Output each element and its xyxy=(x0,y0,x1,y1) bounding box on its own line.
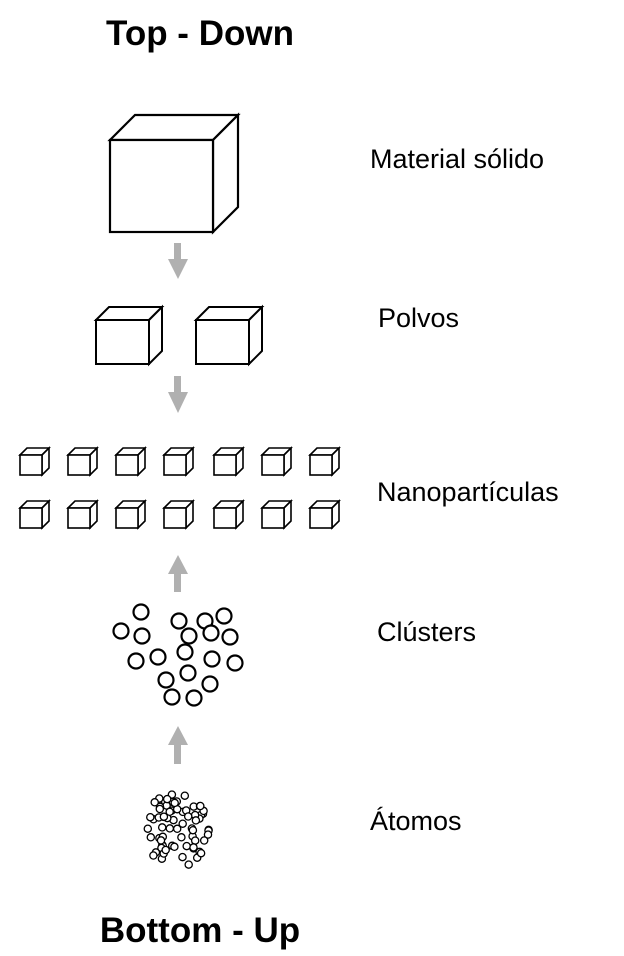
polvos-label: Polvos xyxy=(378,303,459,333)
cluster-circle xyxy=(157,671,175,689)
bottom-up-title: Bottom - Up xyxy=(100,911,300,950)
atom-circle xyxy=(159,812,169,821)
nanoparticle-cube xyxy=(212,499,245,530)
atom-circle xyxy=(196,848,206,858)
atom-circles-icon xyxy=(143,790,213,869)
cluster-circle xyxy=(133,627,151,645)
cluster-circle xyxy=(180,627,198,645)
atom-circle xyxy=(170,798,179,808)
powder-cubes-icon xyxy=(93,304,265,367)
cluster-circle xyxy=(221,628,239,646)
atomos-label: Átomos xyxy=(370,806,462,836)
atom-circle xyxy=(191,816,201,825)
atom-circle xyxy=(165,824,175,833)
arrow-down-2-icon xyxy=(168,376,188,413)
cluster-circle xyxy=(203,650,221,668)
atom-circle xyxy=(162,794,172,804)
cluster-circle xyxy=(176,643,194,661)
atom-circle xyxy=(196,801,205,811)
cluster-circle xyxy=(163,688,181,706)
atom-circle xyxy=(165,807,174,817)
atom-circle xyxy=(203,830,213,839)
cluster-circles-icon xyxy=(112,603,244,707)
clusters-label: Clústers xyxy=(377,617,476,647)
atom-circle xyxy=(189,843,198,852)
powder-cube xyxy=(193,304,265,367)
cluster-circle xyxy=(185,689,203,707)
nanoparticle-cube xyxy=(260,446,293,477)
atom-circle xyxy=(143,824,153,833)
cluster-circle xyxy=(215,607,233,625)
atom-circle xyxy=(180,791,190,800)
cluster-circle xyxy=(170,612,188,630)
nanoparticle-cube xyxy=(162,499,195,530)
cluster-circle xyxy=(127,652,145,670)
atom-circle xyxy=(183,812,193,821)
atom-circle xyxy=(170,842,179,852)
nanoparticle-cube xyxy=(66,499,99,530)
nanoparticle-cube xyxy=(162,446,195,477)
powder-cube xyxy=(93,304,165,367)
atom-circle xyxy=(184,860,193,869)
atom-circle xyxy=(177,833,186,842)
atom-circle xyxy=(157,823,167,832)
cluster-circle xyxy=(149,648,167,666)
atom-circle xyxy=(149,851,158,860)
arrow-down-1-icon xyxy=(168,243,188,279)
atom-circle xyxy=(188,825,198,835)
nanoparticle-cube xyxy=(308,499,341,530)
large-cube-icon xyxy=(107,112,241,235)
atom-circle xyxy=(150,798,159,807)
nanoparticle-cube xyxy=(18,446,51,477)
cluster-circle xyxy=(112,622,130,640)
cluster-circle xyxy=(202,624,220,642)
atom-circle xyxy=(161,845,170,855)
nanoparticle-cube xyxy=(18,499,51,530)
arrow-up-1-icon xyxy=(168,555,188,592)
cluster-circle xyxy=(201,675,219,693)
arrow-up-2-icon xyxy=(168,726,188,764)
nanoparticle-cube xyxy=(66,446,99,477)
top-down-title: Top - Down xyxy=(106,14,294,53)
nanoparticle-cubes-icon xyxy=(18,446,341,530)
nanoparticle-cube xyxy=(114,446,147,477)
material-solido-label: Material sólido xyxy=(370,144,544,174)
atom-circle xyxy=(199,836,209,845)
atom-circle xyxy=(155,804,165,814)
nanoparticle-cube xyxy=(260,499,293,530)
nanoparticle-cube xyxy=(114,499,147,530)
nanoparticulas-label: Nanopartículas xyxy=(377,477,559,507)
atom-circle xyxy=(156,836,166,845)
atom-circle xyxy=(178,852,187,862)
atom-circle xyxy=(182,841,191,851)
nanoparticle-cube xyxy=(308,446,341,477)
atom-circle xyxy=(146,833,156,842)
nanoparticle-cube xyxy=(212,446,245,477)
atom-circle xyxy=(178,819,187,828)
atom-circle xyxy=(172,824,182,834)
cluster-circle xyxy=(179,664,197,682)
atom-circle xyxy=(190,836,200,845)
cluster-circle xyxy=(226,654,244,672)
atom-circle xyxy=(146,812,155,822)
cluster-circle xyxy=(132,603,150,621)
